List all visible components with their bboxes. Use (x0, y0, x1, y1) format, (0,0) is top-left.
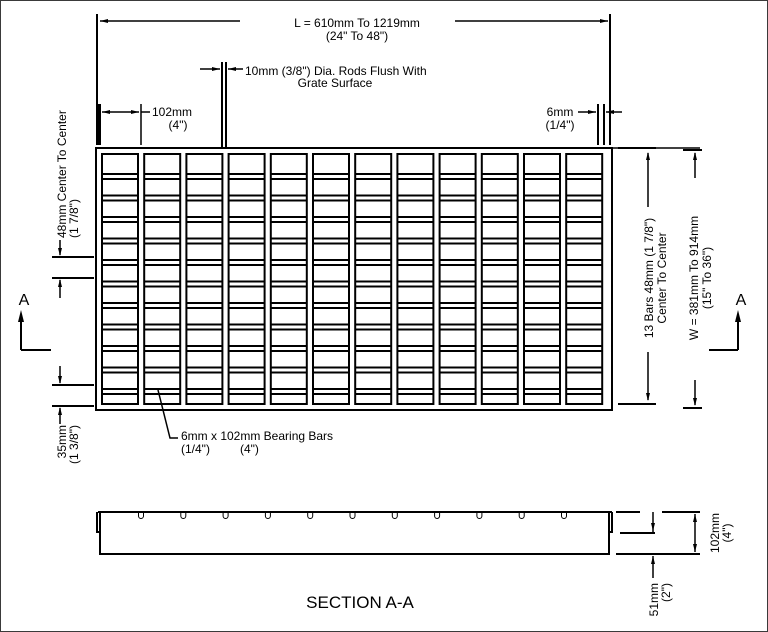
bearing-bar (312, 153, 350, 405)
section-height-imperial: (4") (720, 524, 734, 543)
end-bar-label: 6mm (547, 105, 574, 119)
bearing-bars-note: 6mm x 102mm Bearing Bars (181, 429, 333, 443)
width-dim-imperial: (15" To 36") (700, 247, 714, 309)
length-dim-label: L = 610mm To 1219mm (294, 16, 420, 30)
bearing-bars-thickness: (1/4") (181, 442, 210, 456)
bearing-bar (565, 153, 604, 405)
bearing-bar (438, 153, 477, 405)
bearing-bar (101, 153, 139, 405)
grate-plan-view (95, 147, 613, 411)
edge-offset-imperial: (1 3/8") (67, 425, 81, 464)
bearing-bars-height: (4") (240, 442, 259, 456)
section-marker-right: A (736, 292, 747, 309)
length-dim-imperial: (24" To 48") (326, 29, 388, 43)
bearing-bar (396, 153, 435, 405)
section-height-label: 102mm (708, 513, 722, 553)
bearing-bar (269, 153, 308, 405)
dimension-lines (18, 14, 741, 439)
bar-spacing-label: 102mm (152, 105, 192, 119)
bars-count-label: 13 Bars 48mm (1 7/8") (642, 218, 656, 338)
bearing-bar (523, 153, 561, 405)
width-dim-label: W = 381mm To 914mm (687, 216, 701, 340)
section-marker-left: A (19, 292, 30, 309)
section-notch-imperial: (2") (659, 583, 673, 602)
rod-spacing-label: 48mm Center To Center (55, 110, 69, 238)
rods-note: 10mm (3/8") Dia. Rods Flush With (245, 64, 427, 78)
bar-spacing-imperial: (4") (169, 118, 188, 132)
edge-offset-label: 35mm (55, 425, 69, 458)
end-bar-imperial: (1/4") (546, 118, 575, 132)
bearing-bar (354, 153, 393, 405)
rods-note-line2: Grate Surface (298, 76, 373, 90)
bearing-bar (480, 153, 519, 405)
section-title: SECTION A-A (306, 593, 414, 612)
section-view (96, 511, 700, 578)
rod-spacing-imperial: (1 7/8") (67, 199, 81, 238)
bars-count-line2: Center To Center (655, 232, 669, 323)
section-notch-label: 51mm (647, 583, 661, 616)
bearing-bar (227, 153, 266, 405)
bearing-bar (185, 153, 224, 405)
